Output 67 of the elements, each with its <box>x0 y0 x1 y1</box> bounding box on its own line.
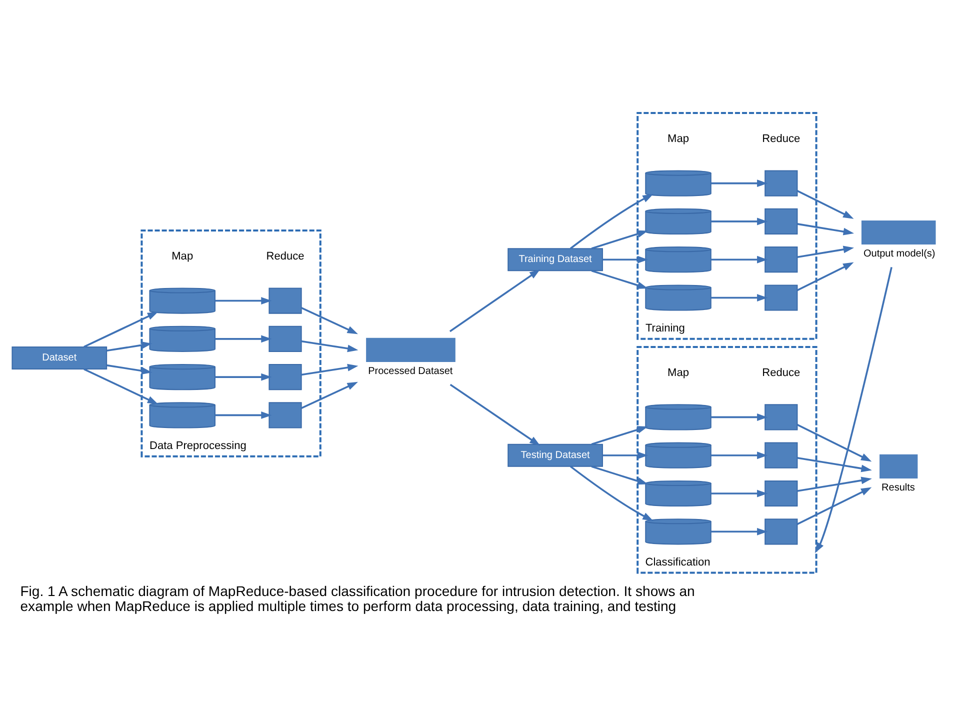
arrow <box>710 294 768 302</box>
arrow <box>300 382 358 409</box>
label: Reduce <box>762 132 800 145</box>
arrow <box>215 335 272 343</box>
node-label: Processed Dataset <box>368 366 453 378</box>
arrow <box>106 364 152 374</box>
arrow <box>796 487 872 525</box>
arrow <box>301 364 358 376</box>
arrow <box>300 306 358 334</box>
arrow <box>710 528 768 536</box>
arrow <box>814 266 892 554</box>
node-box <box>366 338 456 362</box>
node-box <box>861 220 936 245</box>
arrow <box>84 368 158 404</box>
node-box <box>764 518 798 545</box>
arrow <box>591 426 648 446</box>
arrow <box>570 194 654 250</box>
node-box <box>764 208 798 235</box>
label: Map <box>668 132 689 145</box>
arrow <box>796 190 854 219</box>
node-box: Dataset <box>12 346 108 370</box>
arrow <box>710 490 768 498</box>
arrow <box>591 270 648 289</box>
node-box <box>764 442 798 468</box>
label: Map <box>172 250 194 262</box>
node-label: Results <box>882 482 915 494</box>
arrow <box>710 218 768 226</box>
node-box: Training Dataset <box>508 248 603 272</box>
node-box <box>764 246 798 273</box>
node-box <box>764 480 798 507</box>
node-box <box>764 170 798 196</box>
arrow <box>602 452 648 460</box>
arrow <box>797 456 872 472</box>
label: Reduce <box>762 366 800 379</box>
node-box <box>268 402 302 428</box>
label: Map <box>668 366 689 379</box>
node-box <box>764 284 798 311</box>
arrow <box>797 246 854 258</box>
arrow <box>710 180 768 188</box>
arrow <box>570 466 654 521</box>
node-label: Output model(s) <box>863 248 936 260</box>
arrow <box>450 384 540 446</box>
label: Reduce <box>266 250 304 262</box>
node-box: Testing Dataset <box>508 444 603 467</box>
node-box <box>880 454 918 478</box>
arrow <box>797 223 854 236</box>
arrow <box>602 256 648 264</box>
arrow <box>301 340 358 352</box>
arrow <box>796 262 854 292</box>
arrow <box>797 476 872 492</box>
arrow <box>84 312 158 348</box>
arrow <box>215 373 272 381</box>
arrow <box>591 466 648 485</box>
arrow <box>710 413 768 421</box>
arrow <box>449 269 540 332</box>
arrow <box>710 452 768 460</box>
node-box <box>268 364 302 390</box>
caption: Fig. 1 A schematic diagram of MapReduce-based classification procedure for intrusion detection. It shows an example when MapReduce is applied multiple times to perform data processing, data training, and testing <box>20 583 695 614</box>
arrow <box>796 424 872 462</box>
arrow <box>215 297 272 304</box>
arrow <box>591 230 648 250</box>
arrow <box>710 256 768 264</box>
node-box <box>764 404 798 430</box>
node-box <box>268 326 302 352</box>
node-box <box>268 288 302 314</box>
arrow <box>215 411 272 419</box>
arrow <box>106 341 152 352</box>
